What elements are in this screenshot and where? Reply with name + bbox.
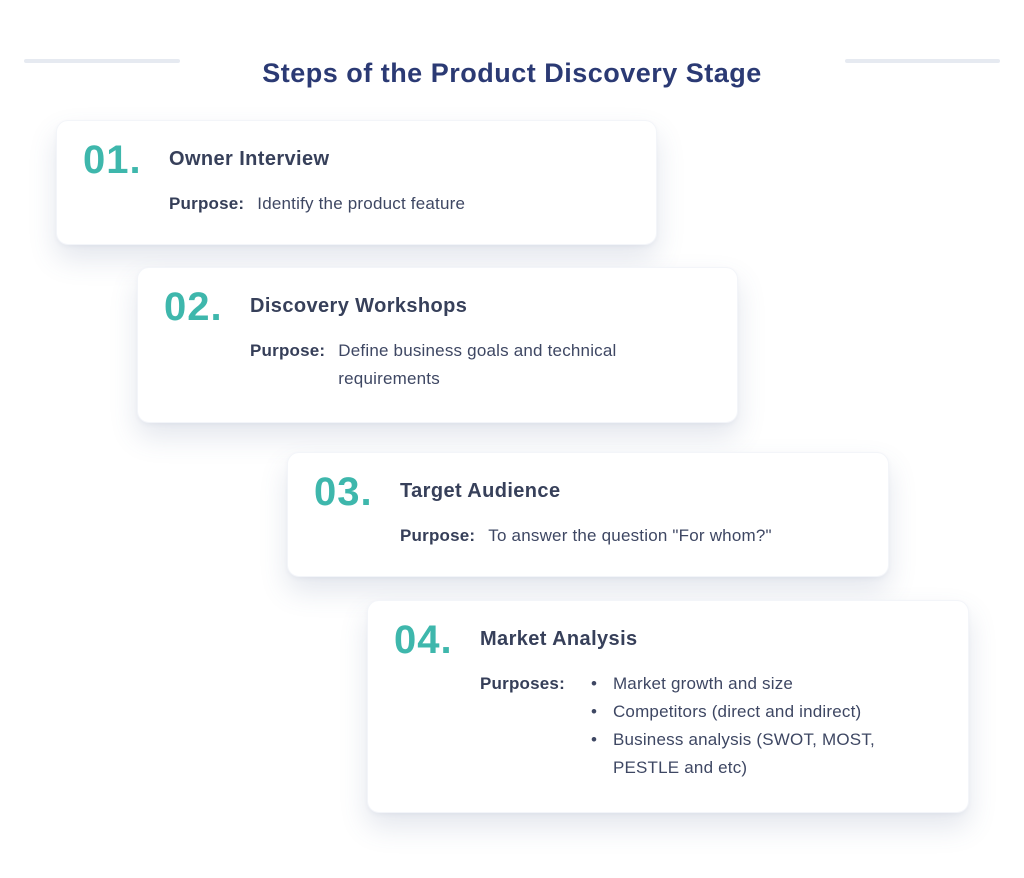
purpose-label: Purpose: <box>169 194 245 213</box>
purpose-label: Purposes: <box>480 674 565 693</box>
bullet-icon: • <box>590 674 598 693</box>
purpose-row: Purpose: To answer the question "For who… <box>400 522 858 550</box>
purpose-bullet-list: • Market growth and size • Competitors (… <box>591 670 938 782</box>
step-number: 02. <box>164 285 223 329</box>
page-title: Steps of the Product Discovery Stage <box>262 58 762 89</box>
step-title: Owner Interview <box>169 148 330 170</box>
bullet-item: • Market growth and size <box>591 670 938 698</box>
step-number: 04. <box>394 618 453 662</box>
step-card-content: Target Audience Purpose: To answer the q… <box>400 472 858 550</box>
step-card-content: Discovery Workshops Purpose: Define busi… <box>250 287 707 393</box>
title-divider-left <box>24 59 180 63</box>
purpose-text: Define business goals and technical requ… <box>338 341 617 389</box>
step-card-03: 03. Target Audience Purpose: To answer t… <box>287 452 889 577</box>
step-number: 01. <box>83 138 142 182</box>
purpose-label: Purpose: <box>250 341 326 360</box>
step-card-content: Market Analysis Purposes: • Market growt… <box>480 620 938 782</box>
bullet-item: • Competitors (direct and indirect) <box>591 698 938 726</box>
title-divider-right <box>845 59 1000 63</box>
bullet-text: Competitors (direct and indirect) <box>612 702 862 722</box>
step-card-02: 02. Discovery Workshops Purpose: Define … <box>137 267 738 423</box>
purpose-row: Purpose: Identify the product feature <box>169 190 626 218</box>
purpose-text: Identify the product feature <box>257 194 466 213</box>
purpose-row: Purposes: • Market growth and size • Com… <box>480 670 938 782</box>
purpose-text: To answer the question "For whom?" <box>488 526 772 545</box>
bullet-text: Market growth and size <box>612 674 794 693</box>
step-title: Target Audience <box>400 480 561 502</box>
bullet-icon: • <box>590 702 598 722</box>
purpose-label: Purpose: <box>400 526 476 545</box>
step-card-04: 04. Market Analysis Purposes: • Market g… <box>367 600 969 813</box>
step-title: Market Analysis <box>480 628 638 650</box>
bullet-item: • Business analysis (SWOT, MOST, PESTLE … <box>591 726 938 782</box>
step-card-content: Owner Interview Purpose: Identify the pr… <box>169 140 626 218</box>
purpose-row: Purpose: Define business goals and techn… <box>250 337 707 393</box>
step-card-01: 01. Owner Interview Purpose: Identify th… <box>56 120 657 245</box>
bullet-text: Business analysis (SWOT, MOST, PESTLE an… <box>612 730 875 778</box>
step-title: Discovery Workshops <box>250 295 468 317</box>
bullet-icon: • <box>590 730 598 750</box>
step-number: 03. <box>314 470 373 514</box>
